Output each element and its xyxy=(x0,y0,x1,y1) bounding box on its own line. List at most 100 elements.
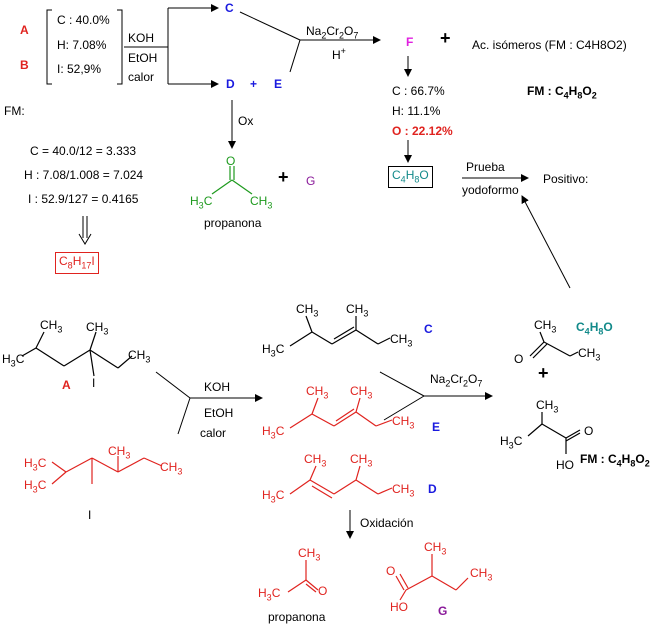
calc-i: I : 52.9/127 = 0.4165 xyxy=(28,192,139,206)
plus-big-top: + xyxy=(440,28,451,48)
mba-o: O xyxy=(386,564,396,578)
composition-i: I: 52,9% xyxy=(57,62,102,76)
product-f: F xyxy=(406,35,414,49)
f-composition-o: O : 22.12% xyxy=(392,124,453,138)
acid-o: O xyxy=(584,424,594,438)
reagent-koh: KOH xyxy=(128,31,155,45)
propanone-b-ch3: CH3 xyxy=(298,546,321,563)
b-h3c-1: H3C xyxy=(24,456,47,473)
butanone-ch3-2: CH3 xyxy=(578,346,601,363)
butanone xyxy=(529,331,579,359)
f-composition-c: C : 66.7% xyxy=(392,84,445,98)
bottom-oxidant: Na2Cr2O7 xyxy=(430,372,483,389)
test-line2: yodoformo xyxy=(462,183,519,197)
e-ch3-2: CH3 xyxy=(350,384,373,401)
b-h3c-2: H3C xyxy=(24,478,47,495)
oxidant-label: Na2Cr2O7 xyxy=(306,24,359,41)
formula-a-box: C8H17I xyxy=(55,252,99,275)
a-ch3-3: CH3 xyxy=(128,348,151,365)
propanone-bottom xyxy=(287,560,319,593)
calc-h: H : 7.08/1.008 = 7.024 xyxy=(24,168,144,182)
butanone-o: O xyxy=(514,352,524,366)
oxidation-arrow-bottom xyxy=(379,371,493,421)
plus-big-propanona: + xyxy=(278,167,289,187)
c-h3c: H3C xyxy=(262,342,285,359)
propanone-b-h3c: H3C xyxy=(258,586,281,603)
bottom-reagent-calor: calor xyxy=(200,426,227,440)
fm-label: FM: xyxy=(4,104,25,118)
acid-h3c: H3C xyxy=(500,434,523,451)
bottom-label-g: G xyxy=(438,604,448,618)
methylbutanoic-acid xyxy=(395,554,469,601)
e-h3c: H3C xyxy=(262,424,285,441)
d-h3c: H3C xyxy=(262,488,285,505)
e-ch3-1: CH3 xyxy=(306,384,329,401)
c-ch3-1: CH3 xyxy=(296,302,319,319)
oxidacion-label: Oxidación xyxy=(360,516,414,530)
propanona-bottom-label: propanona xyxy=(268,610,326,624)
propanone-b-o: O xyxy=(318,584,328,598)
composition-h: H: 7.08% xyxy=(57,38,107,52)
test-result: Positivo: xyxy=(543,172,589,186)
f-formula-box: C4H8O xyxy=(388,166,433,189)
bottom-label-e: E xyxy=(432,420,441,434)
bottom-reagent-koh: KOH xyxy=(204,380,231,394)
c-ch3-3: CH3 xyxy=(390,332,413,349)
acid-ho: HO xyxy=(556,458,574,472)
acid-label: H+ xyxy=(332,46,346,62)
propanone-top xyxy=(211,166,253,195)
a-ch3-2: CH3 xyxy=(86,320,109,337)
bottom-label-a: A xyxy=(62,378,71,392)
plus-sign: + xyxy=(250,77,258,91)
e-ch3-3: CH3 xyxy=(392,414,415,431)
ox-label: Ox xyxy=(238,114,254,128)
structure-b xyxy=(51,456,163,485)
mba-ch3-1: CH3 xyxy=(424,540,447,557)
alkene-c xyxy=(289,315,391,347)
atom-ch3-top: CH3 xyxy=(250,194,273,211)
alkene-d xyxy=(289,465,393,499)
mba-ch3-2: CH3 xyxy=(470,566,493,583)
fm-acid-bottom: FM : C4H8O2 xyxy=(580,452,650,469)
bottom-reagent-etoh: EtOH xyxy=(204,406,234,420)
b-ch3-2: CH3 xyxy=(160,460,183,477)
a-h3c: H3C xyxy=(2,352,25,369)
d-ch3-3: CH3 xyxy=(392,482,415,499)
acid-isomers: Ac. isómeros (FM : C4H8O2) xyxy=(472,38,627,52)
a-ch3-1: CH3 xyxy=(40,318,63,335)
b-ch3: CH3 xyxy=(108,444,131,461)
label-b: B xyxy=(20,58,29,72)
product-g-top: G xyxy=(306,174,316,188)
butanone-ch3-1: CH3 xyxy=(534,318,557,335)
b-iodine: I xyxy=(88,508,92,522)
structure-a xyxy=(21,331,133,377)
oxidation-arrow-top xyxy=(239,11,381,73)
test-line1: Prueba xyxy=(466,160,505,174)
elimination-arrows xyxy=(124,4,219,88)
product-c: C xyxy=(225,1,234,15)
plus-big-bottom: + xyxy=(538,363,549,383)
product-e: E xyxy=(274,77,283,91)
calc-c: C = 40.0/12 = 3.333 xyxy=(30,144,137,158)
product-d: D xyxy=(226,77,235,91)
fm-double-arrow xyxy=(78,216,92,245)
composition-bracket xyxy=(46,9,123,85)
bottom-label-d: D xyxy=(428,482,437,496)
butanone-formula: C4H8O xyxy=(576,320,613,337)
composition-c: C : 40.0% xyxy=(57,13,110,27)
fm-acid-top: FM : C4H8O2 xyxy=(527,84,597,101)
d-ch3-1: CH3 xyxy=(304,452,327,469)
acid-ch3-1: CH3 xyxy=(536,398,559,415)
mba-ho: HO xyxy=(390,600,408,614)
f-composition-h: H: 11.1% xyxy=(392,104,441,118)
propanona-top-label: propanona xyxy=(204,216,262,230)
atom-h3c-top: H3C xyxy=(190,194,213,211)
positive-result-arrow xyxy=(521,195,571,289)
alkene-e xyxy=(289,397,393,429)
elimination-arrow-bottom xyxy=(155,371,263,435)
label-a: A xyxy=(20,23,29,37)
reagent-calor: calor xyxy=(128,70,155,84)
atom-o-top: O xyxy=(226,154,236,168)
a-iodine: I xyxy=(92,376,96,390)
